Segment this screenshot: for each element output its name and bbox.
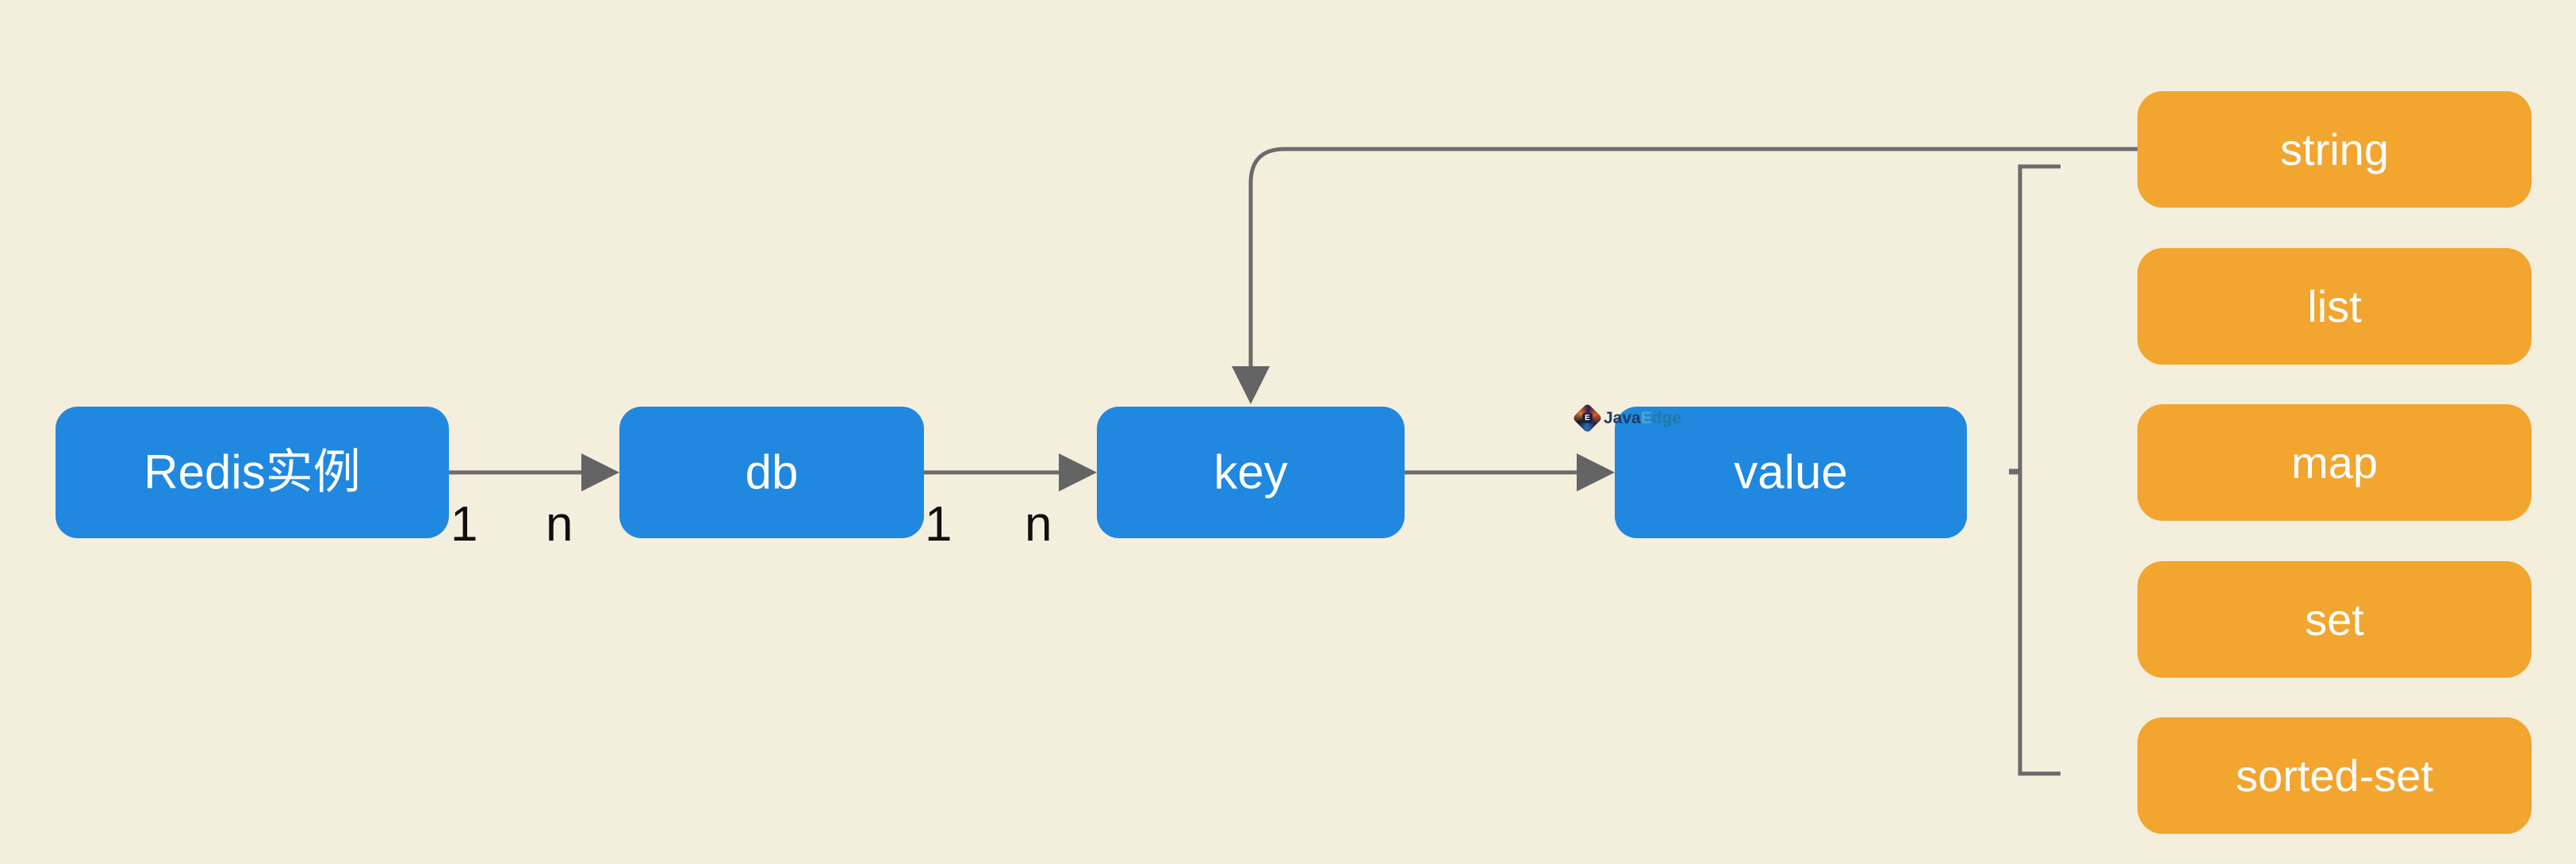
node-redis-instance: Redis实例 <box>56 407 449 538</box>
javaedge-watermark-text: JavaEdge <box>1604 410 1681 426</box>
multiplicity-db-many: n <box>546 497 573 552</box>
watermark-edge-initial: E <box>1640 409 1652 427</box>
node-value: value <box>1615 407 1967 538</box>
edge-key-value-arrowhead <box>1577 453 1615 491</box>
node-db: db <box>619 407 924 538</box>
type-node-list: list <box>2137 248 2532 365</box>
type-node-string: string <box>2137 91 2532 208</box>
type-node-map: map <box>2137 404 2532 521</box>
edge-redis-db-arrowhead <box>581 453 619 491</box>
watermark-java-text: Java <box>1604 409 1641 427</box>
multiplicity-db-one: 1 <box>925 497 953 552</box>
node-key: key <box>1097 407 1405 538</box>
javaedge-logo-icon: E <box>1572 403 1603 434</box>
edge-string-key-arrowhead <box>1232 366 1270 404</box>
edge-string-key <box>1248 147 2137 369</box>
type-node-set: set <box>2137 561 2532 678</box>
watermark-edge-rest: dge <box>1651 409 1682 427</box>
multiplicity-key-many: n <box>1025 497 1052 552</box>
edge-db-key-arrowhead <box>1059 453 1097 491</box>
javaedge-watermark: E JavaEdge <box>1572 403 1681 434</box>
value-types-bracket <box>2018 164 2060 776</box>
type-node-sorted-set: sorted-set <box>2137 717 2532 834</box>
multiplicity-redis-one: 1 <box>450 497 478 552</box>
javaedge-logo-glyph: E <box>1582 413 1593 423</box>
